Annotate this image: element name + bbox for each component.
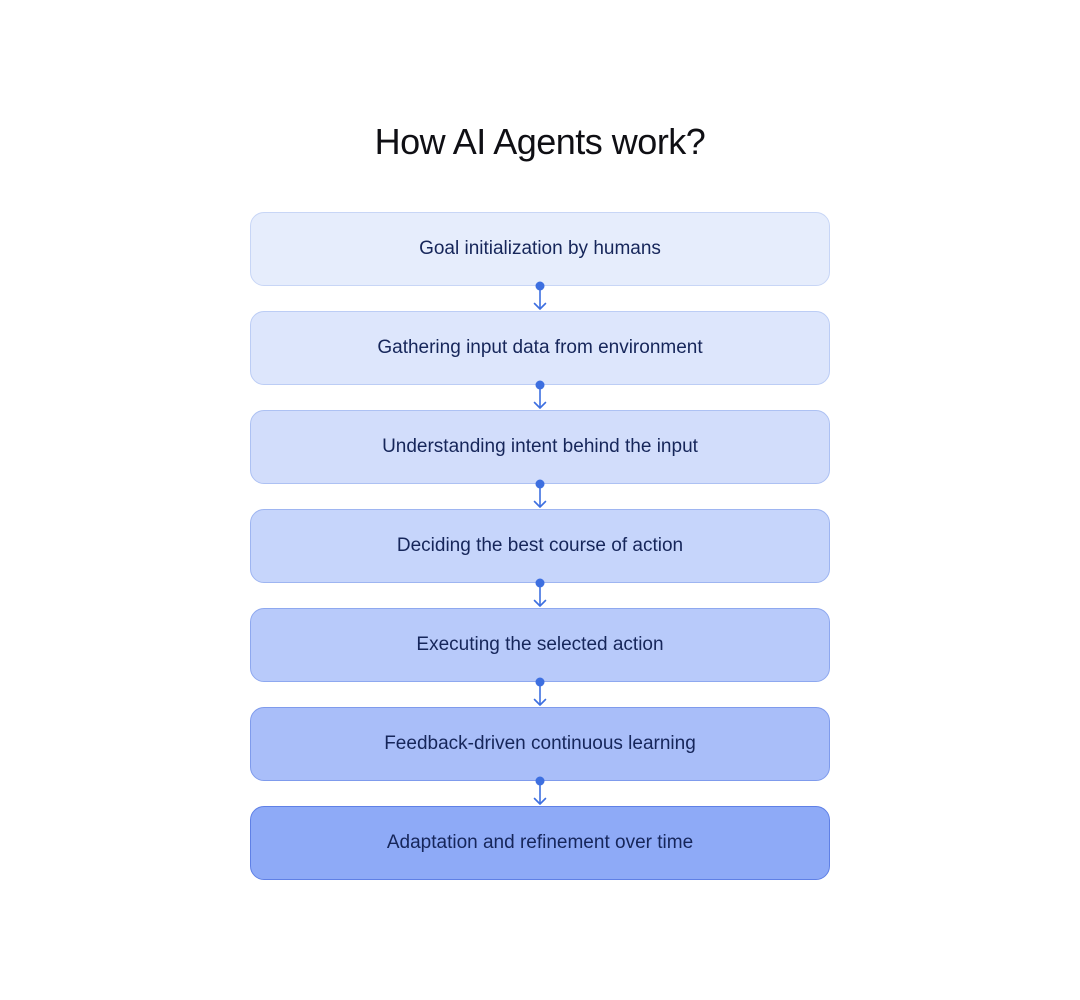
flow-step-1: Goal initialization by humans: [250, 212, 830, 286]
flow-step-7: Adaptation and refinement over time: [250, 806, 830, 880]
flow-step-label: Gathering input data from environment: [377, 337, 703, 358]
flow-step-4: Deciding the best course of action: [250, 509, 830, 583]
down-arrow-icon: [533, 578, 547, 607]
flow-step-2: Gathering input data from environment: [250, 311, 830, 385]
down-arrow-icon: [533, 677, 547, 706]
flow-step-label: Executing the selected action: [416, 634, 664, 655]
flow-step-label: Deciding the best course of action: [396, 535, 684, 556]
flow-step-3: Understanding intent behind the input: [250, 410, 830, 484]
flow-step-label: Understanding intent behind the input: [382, 436, 698, 457]
flow-step-label: Feedback-driven continuous learning: [384, 733, 696, 754]
flow-step-5: Executing the selected action: [250, 608, 830, 682]
flow-connector-3: [250, 479, 830, 509]
flow-connector-1: [250, 281, 830, 311]
down-arrow-icon: [533, 380, 547, 409]
flow-connector-2: [250, 380, 830, 410]
flow-step-label: Goal initialization by humans: [419, 238, 661, 259]
down-arrow-icon: [533, 776, 547, 805]
diagram-title: How AI Agents work?: [374, 121, 706, 162]
down-arrow-icon: [533, 479, 547, 508]
flow-connector-4: [250, 578, 830, 608]
flow-step-6: Feedback-driven continuous learning: [250, 707, 830, 781]
flow-step-label: Adaptation and refinement over time: [386, 832, 694, 853]
flow-connector-6: [250, 776, 830, 806]
down-arrow-icon: [533, 281, 547, 310]
flow-connector-5: [250, 677, 830, 707]
